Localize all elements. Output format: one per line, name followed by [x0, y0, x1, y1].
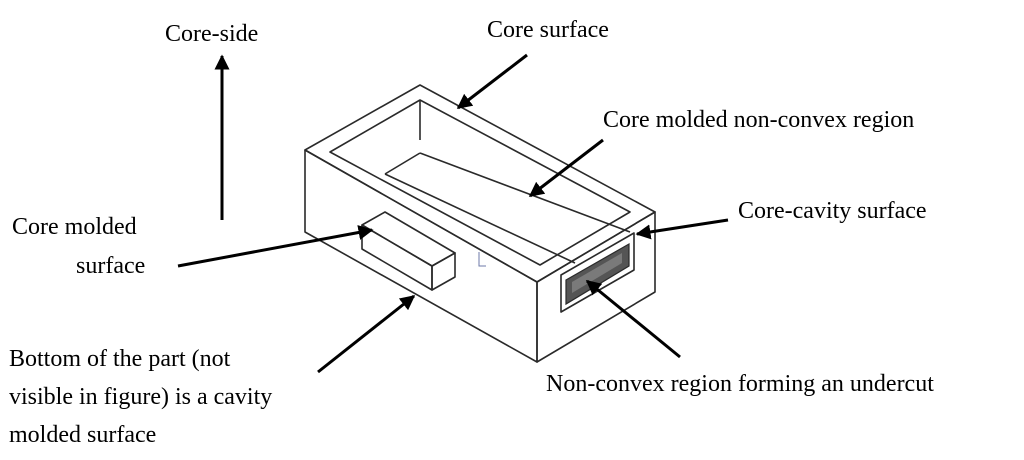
- label-core-molded-surface-1: Core molded: [12, 214, 137, 240]
- label-bottom-3: molded surface: [9, 422, 156, 448]
- core-surface-arrow: [456, 53, 528, 110]
- label-core-side: Core-side: [165, 21, 258, 47]
- label-core-molded-surface-2: surface: [76, 253, 145, 279]
- non-convex-region-arrow: [528, 138, 604, 198]
- label-core-molded-non-convex: Core molded non-convex region: [603, 107, 914, 133]
- part-body: [304, 84, 656, 363]
- label-core-surface: Core surface: [487, 17, 609, 43]
- core-molded-surface-arrow: [177, 225, 374, 268]
- core-cavity-surface-arrow: [635, 218, 729, 240]
- undercut-slot: [560, 232, 635, 313]
- bottom-arrow: [317, 294, 416, 374]
- label-bottom-1: Bottom of the part (not: [9, 346, 231, 372]
- label-undercut: Non-convex region forming an undercut: [546, 371, 934, 397]
- center-mark: [478, 252, 486, 267]
- label-bottom-2: visible in figure) is a cavity: [9, 384, 272, 410]
- undercut-arrow: [585, 279, 681, 359]
- side-boss: [361, 211, 456, 291]
- inner-pocket-floor: [329, 99, 631, 266]
- label-core-cavity-surface: Core-cavity surface: [738, 198, 927, 224]
